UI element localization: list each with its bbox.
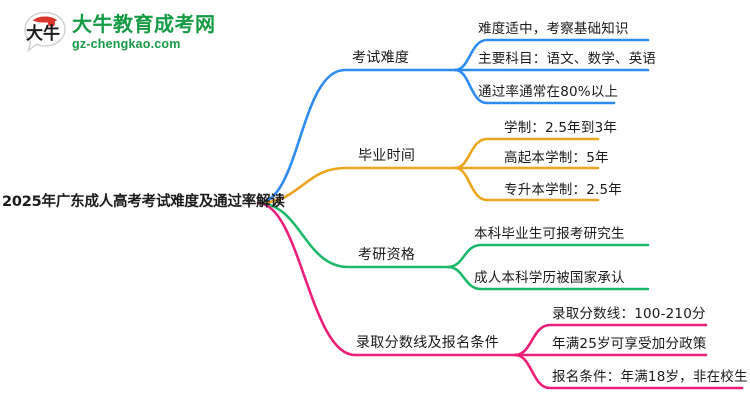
svg-text:大牛: 大牛: [26, 23, 60, 44]
logo-wordmark: 大牛教育成考网 gz-chengkao.com: [72, 12, 237, 56]
branch-label-graduation-time[interactable]: 毕业时间: [358, 148, 416, 164]
branch-label-postgraduate-eligibility[interactable]: 考研资格: [358, 247, 416, 263]
logo-brand-url: gz-chengkao.com: [72, 37, 181, 51]
leaf-label[interactable]: 专升本学制：2.5年: [504, 182, 622, 198]
leaf-label[interactable]: 成人本科学历被国家承认: [474, 270, 625, 286]
leaf-label[interactable]: 难度适中，考察基础知识: [478, 21, 629, 37]
speech-bubble-logo-icon: 大牛: [22, 10, 68, 54]
branch-label-exam-difficulty[interactable]: 考试难度: [352, 50, 410, 66]
connector-branch-3: [256, 201, 650, 291]
connector-branch-4: [256, 201, 744, 390]
logo-brand-cn: 大牛教育成考网: [72, 12, 216, 36]
leaf-label[interactable]: 本科毕业生可报考研究生: [474, 226, 625, 242]
leaf-label[interactable]: 高起本学制：5年: [504, 150, 609, 166]
connector-branch-2: [256, 137, 600, 205]
leaf-label[interactable]: 通过率通常在80%以上: [478, 84, 619, 100]
site-logo[interactable]: 大牛 大牛教育成考网 gz-chengkao.com: [22, 8, 237, 60]
branch-label-admission-score-and-requirements[interactable]: 录取分数线及报名条件: [356, 335, 499, 351]
root-node-label[interactable]: 2025年广东成人高考考试难度及通过率解读: [2, 194, 285, 210]
leaf-label[interactable]: 录取分数线：100-210分: [552, 306, 706, 322]
leaf-label[interactable]: 报名条件：年满18岁，非在校生: [552, 369, 748, 385]
leaf-label[interactable]: 学制：2.5年到3年: [504, 120, 618, 136]
connector-branch-1: [256, 38, 650, 205]
leaf-label[interactable]: 年满25岁可享受加分政策: [552, 336, 707, 352]
leaf-label[interactable]: 主要科目：语文、数学、英语: [478, 51, 657, 67]
